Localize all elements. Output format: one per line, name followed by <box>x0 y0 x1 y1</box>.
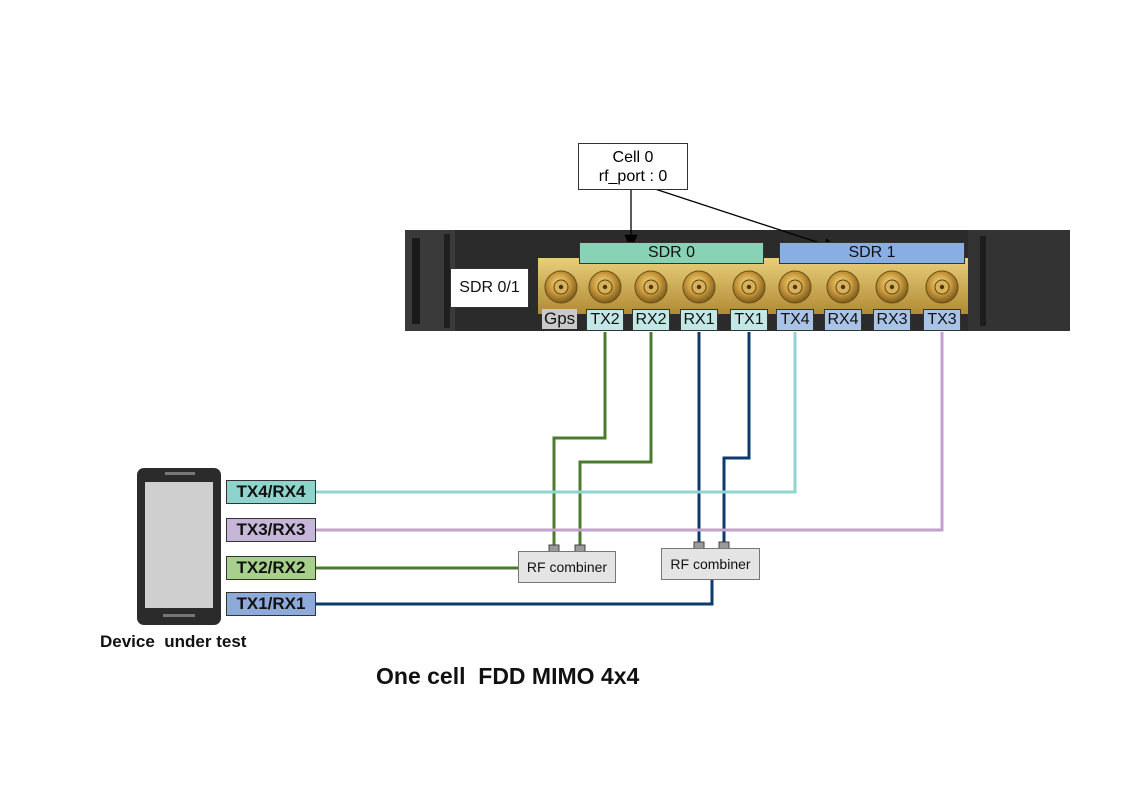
rf-combiner-1: RF combiner <box>518 551 616 583</box>
port-label-tx2: TX2 <box>586 309 624 331</box>
port-label-tx1: TX1 <box>730 309 768 331</box>
gps-connector <box>544 270 578 304</box>
sdr01-label: SDR 0/1 <box>450 268 529 308</box>
port-label-tx4: TX4 <box>776 309 814 331</box>
cell-box: Cell 0 rf_port : 0 <box>578 143 688 190</box>
rf-combiner-2: RF combiner <box>661 548 760 580</box>
cell-name: Cell 0 <box>612 148 654 166</box>
cable-tx1 <box>722 332 751 548</box>
port-label-rx4: RX4 <box>824 309 862 331</box>
sma-connector-tx3 <box>925 270 959 304</box>
sma-connector-rx3 <box>875 270 909 304</box>
port-label-tx3: TX3 <box>923 309 961 331</box>
cable-tx3 <box>316 332 944 532</box>
port-label-rx1: RX1 <box>680 309 718 331</box>
port-label-rx2: RX2 <box>632 309 670 331</box>
sma-connector-rx2 <box>634 270 668 304</box>
sdr1-label: SDR 1 <box>779 242 965 264</box>
sma-connector-tx4 <box>778 270 812 304</box>
cable-rx2 <box>578 332 653 550</box>
device-under-test-label: Device under test <box>100 632 247 651</box>
cell-rf-port: rf_port : 0 <box>598 167 668 185</box>
arrow-cell-to-sdr1 <box>654 188 840 251</box>
sdr0-label: SDR 0 <box>579 242 764 264</box>
phone-speaker <box>165 472 195 475</box>
sma-connector-tx1 <box>732 270 766 304</box>
sma-connector-rx4 <box>826 270 860 304</box>
cable-tx2 <box>552 332 607 550</box>
phone-screen <box>145 482 213 608</box>
dut-port-tx3-rx3: TX3/RX3 <box>226 518 316 542</box>
gps-label: Gps <box>542 309 578 329</box>
cable-combiner2-dut <box>316 578 714 606</box>
dut-port-tx1-rx1: TX1/RX1 <box>226 592 316 616</box>
phone-home-bar <box>163 614 195 617</box>
sma-connector-tx2 <box>588 270 622 304</box>
diagram-title: One cell FDD MIMO 4x4 <box>376 663 640 689</box>
panel-left-bracket-edge <box>444 234 450 328</box>
sma-connector-rx1 <box>682 270 716 304</box>
cable-tx4 <box>316 332 797 494</box>
port-label-rx3: RX3 <box>873 309 911 331</box>
dut-port-tx4-rx4: TX4/RX4 <box>226 480 316 504</box>
panel-left-bracket-slot <box>412 238 420 324</box>
panel-right-bracket-edge <box>980 236 986 326</box>
sma-connectors <box>544 270 959 304</box>
dut-port-tx2-rx2: TX2/RX2 <box>226 556 316 580</box>
